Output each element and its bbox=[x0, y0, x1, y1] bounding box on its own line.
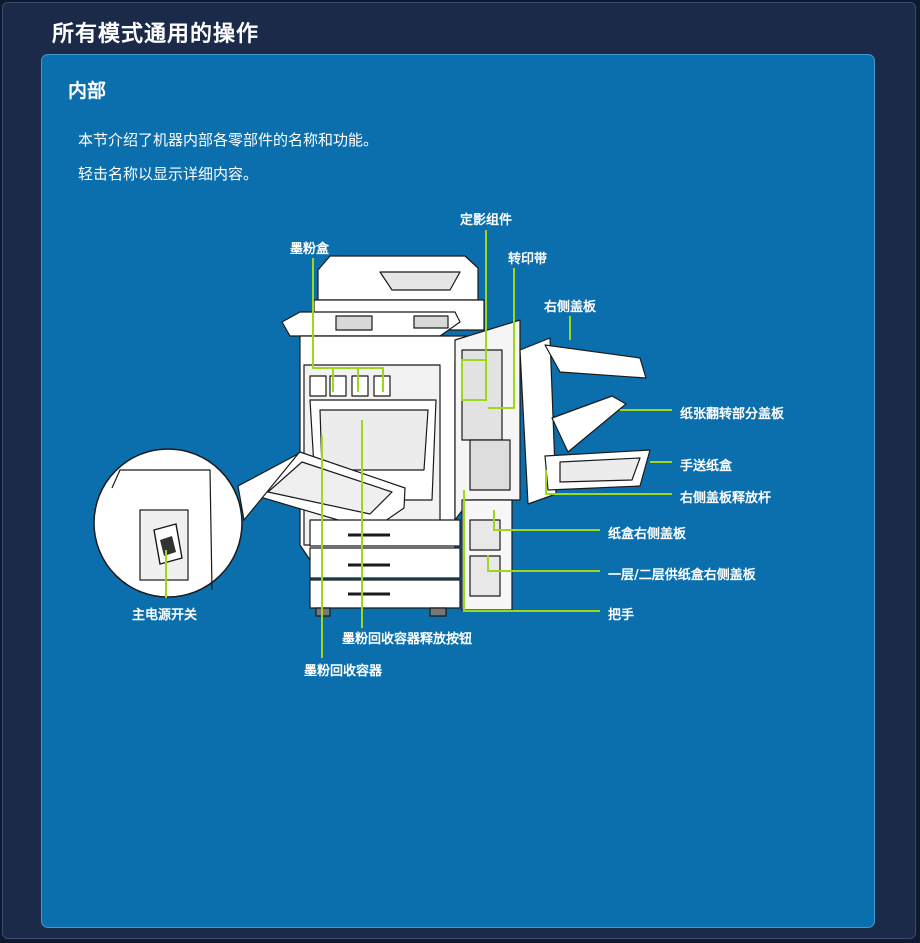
label-toner-collection-container[interactable]: 墨粉回收容器 bbox=[304, 664, 383, 679]
label-transfer-belt[interactable]: 转印带 bbox=[508, 252, 548, 267]
section-title: 内部 bbox=[68, 80, 107, 102]
leader-lines bbox=[165, 230, 672, 658]
label-handle[interactable]: 把手 bbox=[608, 608, 635, 623]
label-fusing-unit[interactable]: 定影组件 bbox=[460, 213, 513, 228]
label-tray-right-cover[interactable]: 纸盒右侧盖板 bbox=[608, 527, 687, 542]
label-main-power-switch[interactable]: 主电源开关 bbox=[132, 608, 198, 623]
power-switch-callout bbox=[93, 448, 299, 598]
label-toner-cartridge[interactable]: 墨粉盒 bbox=[290, 242, 330, 257]
intro-line-1: 本节介绍了机器内部各零部件的名称和功能。 bbox=[78, 131, 379, 149]
page-title: 所有模式通用的操作 bbox=[52, 22, 260, 47]
label-right-cover-release-lever[interactable]: 右侧盖板释放杆 bbox=[680, 491, 772, 506]
label-bypass-tray[interactable]: 手送纸盒 bbox=[680, 459, 733, 474]
intro-line-2: 轻击名称以显示详细内容。 bbox=[78, 165, 259, 183]
label-tray12-right-cover[interactable]: 一层/二层供纸盒右侧盖板 bbox=[608, 568, 756, 583]
label-toner-collection-release-button[interactable]: 墨粉回收容器释放按钮 bbox=[342, 632, 473, 647]
label-paper-reversal-cover[interactable]: 纸张翻转部分盖板 bbox=[680, 407, 785, 422]
label-right-side-cover[interactable]: 右侧盖板 bbox=[544, 300, 597, 315]
